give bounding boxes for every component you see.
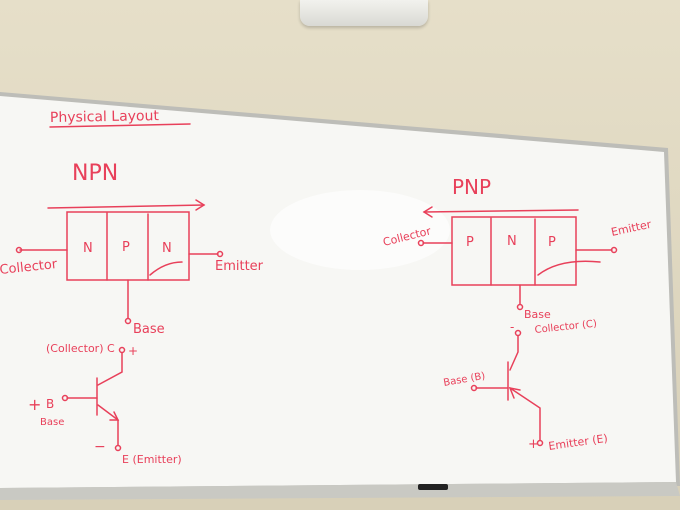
marker-drawing [15, 123, 618, 452]
pnp-symbol-collector-line [509, 335, 519, 371]
npn-arrow-head [195, 199, 206, 211]
npn-symbol-base-word: Base [40, 417, 64, 428]
pnp-arrow-head [422, 206, 433, 218]
npn-symbol-plus-base: + [28, 395, 41, 414]
pnp-layer-1: P [466, 235, 474, 250]
npn-layer-2: P [122, 240, 130, 255]
pnp-symbol-b-terminal [470, 384, 478, 392]
npn-collector-label: Collector [0, 257, 59, 278]
pnp-symbol-emitter-arrow [508, 386, 521, 399]
npn-flow-arc [149, 261, 183, 276]
marker-pen [418, 484, 448, 490]
npn-symbol-plus-top: + [128, 344, 138, 358]
npn-symbol-b-label: B [46, 397, 54, 411]
npn-collector-terminal [15, 246, 23, 254]
heading-underline [49, 123, 191, 128]
pnp-collector-terminal [417, 239, 425, 247]
pnp-title: PNP [452, 175, 491, 199]
pnp-base-label: Base [524, 308, 551, 321]
npn-symbol-emitter-arrow [109, 411, 120, 421]
glare [270, 190, 450, 270]
pnp-symbol-e-terminal [536, 439, 544, 447]
heading: Physical Layout [50, 108, 160, 126]
pnp-layer-2: N [507, 234, 517, 249]
npn-symbol-minus: − [94, 439, 106, 455]
marker-tray [0, 482, 680, 500]
pnp-arrow [423, 209, 579, 213]
npn-symbol-emitter-label: E (Emitter) [122, 453, 182, 466]
pnp-symbol-plus: + [528, 437, 539, 452]
pnp-flow-arc [537, 260, 601, 276]
pnp-base-terminal [516, 303, 524, 311]
pnp-emitter-terminal [610, 246, 618, 254]
npn-title: NPN [72, 161, 118, 186]
pnp-block [451, 216, 577, 286]
npn-symbol-collector-label: (Collector) C [46, 342, 115, 355]
npn-symbol-e-terminal [114, 444, 122, 452]
npn-emitter-terminal [216, 250, 224, 258]
npn-symbol-collector-line [97, 352, 123, 386]
npn-emitter-label: Emitter [215, 259, 264, 274]
npn-layer-3: N [162, 241, 172, 256]
npn-arrow [47, 204, 205, 209]
pnp-layer-3: P [548, 235, 556, 250]
pnp-symbol-emitter-line [509, 387, 541, 441]
npn-symbol-b-terminal [61, 394, 69, 402]
pnp-symbol-minus-top: - [510, 320, 514, 334]
ceiling-projector [300, 0, 428, 26]
npn-base-label: Base [133, 322, 165, 337]
npn-base-terminal [124, 317, 132, 325]
npn-layer-1: N [83, 241, 93, 256]
whiteboard-surface [0, 96, 676, 488]
